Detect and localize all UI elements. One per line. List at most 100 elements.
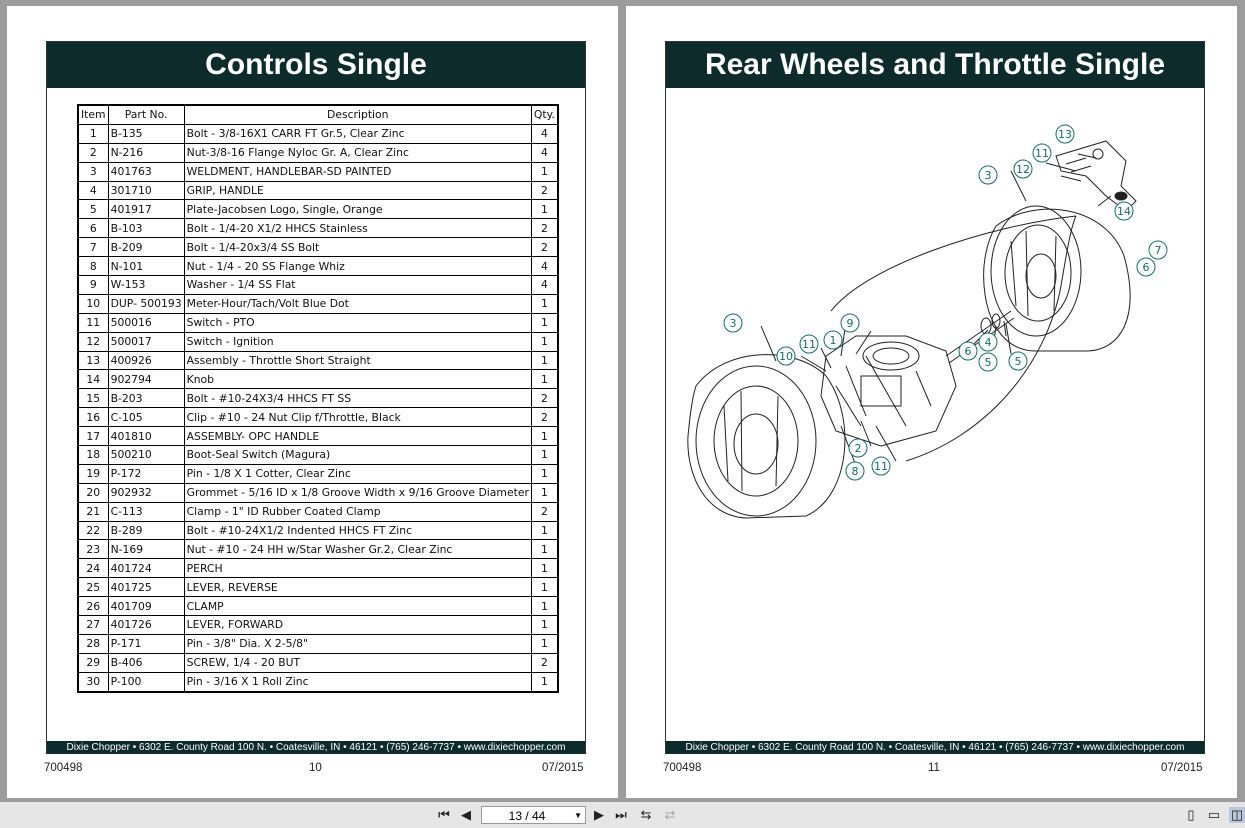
callout-label: 9 bbox=[847, 317, 854, 330]
cell-qty: 2 bbox=[530, 237, 559, 258]
cell-item: 1 bbox=[77, 123, 109, 144]
callout-circle bbox=[978, 352, 998, 372]
cell-qty: 1 bbox=[530, 426, 559, 447]
callout-circle bbox=[845, 461, 865, 481]
cell-item: 21 bbox=[77, 501, 109, 522]
cell-description: SCREW, 1/4 - 20 BUT bbox=[183, 652, 532, 673]
cell-part-no: B-203 bbox=[107, 388, 185, 409]
next-page-icon[interactable]: ▶ bbox=[594, 807, 604, 822]
viewer-toolbar: ⏮ ◀ 13 / 44 ▼ ▶ ⏭ ⇆ ⇄ ▯ ▭ ◫ bbox=[0, 802, 1245, 828]
cell-part-no: 902794 bbox=[107, 369, 185, 390]
callout-label: 6 bbox=[965, 345, 972, 358]
cell-part-no: B-209 bbox=[107, 237, 185, 258]
cell-qty: 1 bbox=[530, 350, 559, 371]
cell-item: 11 bbox=[77, 312, 109, 333]
cell-qty: 2 bbox=[530, 388, 559, 409]
callout-label: 3 bbox=[985, 169, 992, 182]
cell-qty: 1 bbox=[530, 199, 559, 220]
cell-item: 30 bbox=[77, 671, 109, 693]
cell-part-no: 401724 bbox=[107, 558, 185, 579]
cell-qty: 2 bbox=[530, 501, 559, 522]
cell-description: Nut-3/8-16 Flange Nyloc Gr. A, Clear Zin… bbox=[183, 142, 532, 163]
two-page-view-icon[interactable]: ◫ bbox=[1229, 807, 1245, 823]
cell-description: Washer - 1/4 SS Flat bbox=[183, 275, 532, 295]
cell-description: Bolt - #10-24X3/4 HHCS FT SS bbox=[183, 388, 532, 409]
cell-qty: 4 bbox=[530, 142, 559, 163]
cell-part-no: DUP- 500193 bbox=[107, 293, 185, 314]
callout-circle bbox=[958, 341, 978, 361]
callout-circle bbox=[840, 313, 860, 333]
cell-qty: 4 bbox=[530, 123, 559, 144]
throttle-cable-lower bbox=[905, 215, 1077, 462]
cell-description: Knob bbox=[183, 369, 532, 390]
cell-part-no: B-406 bbox=[107, 652, 185, 673]
header-description: Description bbox=[183, 104, 532, 125]
callout-label: 11 bbox=[874, 460, 888, 473]
cell-description: Boot-Seal Switch (Magura) bbox=[183, 445, 532, 465]
cell-part-no: 401917 bbox=[107, 199, 185, 220]
cell-description: Pin - 3/16 X 1 Roll Zinc bbox=[183, 671, 532, 693]
left-page-footer: Dixie Chopper • 6302 E. County Road 100 … bbox=[47, 741, 585, 754]
callout-label: 14 bbox=[1117, 205, 1131, 218]
left-page-date: 07/2015 bbox=[542, 762, 584, 774]
cell-qty: 1 bbox=[530, 633, 559, 654]
continuous-view-icon[interactable]: ▭ bbox=[1207, 807, 1221, 822]
cell-item: 16 bbox=[77, 407, 109, 428]
right-page-footer: Dixie Chopper • 6302 E. County Road 100 … bbox=[666, 741, 1204, 754]
cell-qty: 1 bbox=[530, 161, 559, 182]
cell-description: Bolt - 1/4-20x3/4 SS Bolt bbox=[183, 237, 532, 258]
callout-circle bbox=[1055, 124, 1075, 144]
callout-label: 1 bbox=[830, 334, 837, 347]
header-item: Item bbox=[77, 104, 109, 125]
cell-part-no: 401810 bbox=[107, 426, 185, 447]
callout-circle bbox=[799, 334, 819, 354]
cell-part-no: 500017 bbox=[107, 331, 185, 352]
cell-item: 28 bbox=[77, 633, 109, 654]
cell-item: 23 bbox=[77, 539, 109, 560]
callout-label: 7 bbox=[1155, 244, 1162, 257]
page-selector[interactable]: 13 / 44 ▼ bbox=[481, 806, 586, 824]
right-wheel bbox=[983, 205, 1131, 352]
return-icon[interactable]: ⇄ bbox=[664, 807, 676, 822]
cell-item: 14 bbox=[77, 369, 109, 390]
cell-item: 7 bbox=[77, 237, 109, 258]
callout-circle bbox=[1148, 240, 1168, 260]
callout-label: 5 bbox=[1015, 355, 1022, 368]
left-page-frame: Controls Single Dixie Chopper • 6302 E. … bbox=[46, 41, 586, 754]
cell-part-no: N-169 bbox=[107, 539, 185, 560]
cell-item: 15 bbox=[77, 388, 109, 409]
cell-part-no: P-171 bbox=[107, 633, 185, 654]
single-page-view-icon[interactable]: ▯ bbox=[1187, 807, 1195, 822]
cell-description: Bolt - #10-24X1/2 Indented HHCS FT Zinc bbox=[183, 520, 532, 541]
cell-qty: 1 bbox=[530, 463, 559, 484]
right-page: Rear Wheels and Throttle Single Dixie Ch… bbox=[626, 6, 1237, 798]
cell-part-no: C-113 bbox=[107, 501, 185, 522]
throttle-assembly bbox=[1055, 140, 1137, 212]
cell-description: CLAMP bbox=[183, 596, 532, 617]
cell-description: Bolt - 3/8-16X1 CARR FT Gr.5, Clear Zinc bbox=[183, 123, 532, 144]
cell-item: 27 bbox=[77, 615, 109, 635]
last-page-icon[interactable]: ⏭ bbox=[615, 807, 627, 822]
cell-description: Switch - Ignition bbox=[183, 331, 532, 352]
cell-description: Bolt - 1/4-20 X1/2 HHCS Stainless bbox=[183, 218, 532, 239]
cell-part-no: 401763 bbox=[107, 161, 185, 182]
goto-page-icon[interactable]: ⇆ bbox=[640, 807, 652, 822]
cell-item: 4 bbox=[77, 180, 109, 201]
cell-description: GRIP, HANDLE bbox=[183, 180, 532, 201]
previous-page-icon[interactable]: ◀ bbox=[461, 807, 471, 822]
first-page-icon[interactable]: ⏮ bbox=[438, 807, 450, 822]
